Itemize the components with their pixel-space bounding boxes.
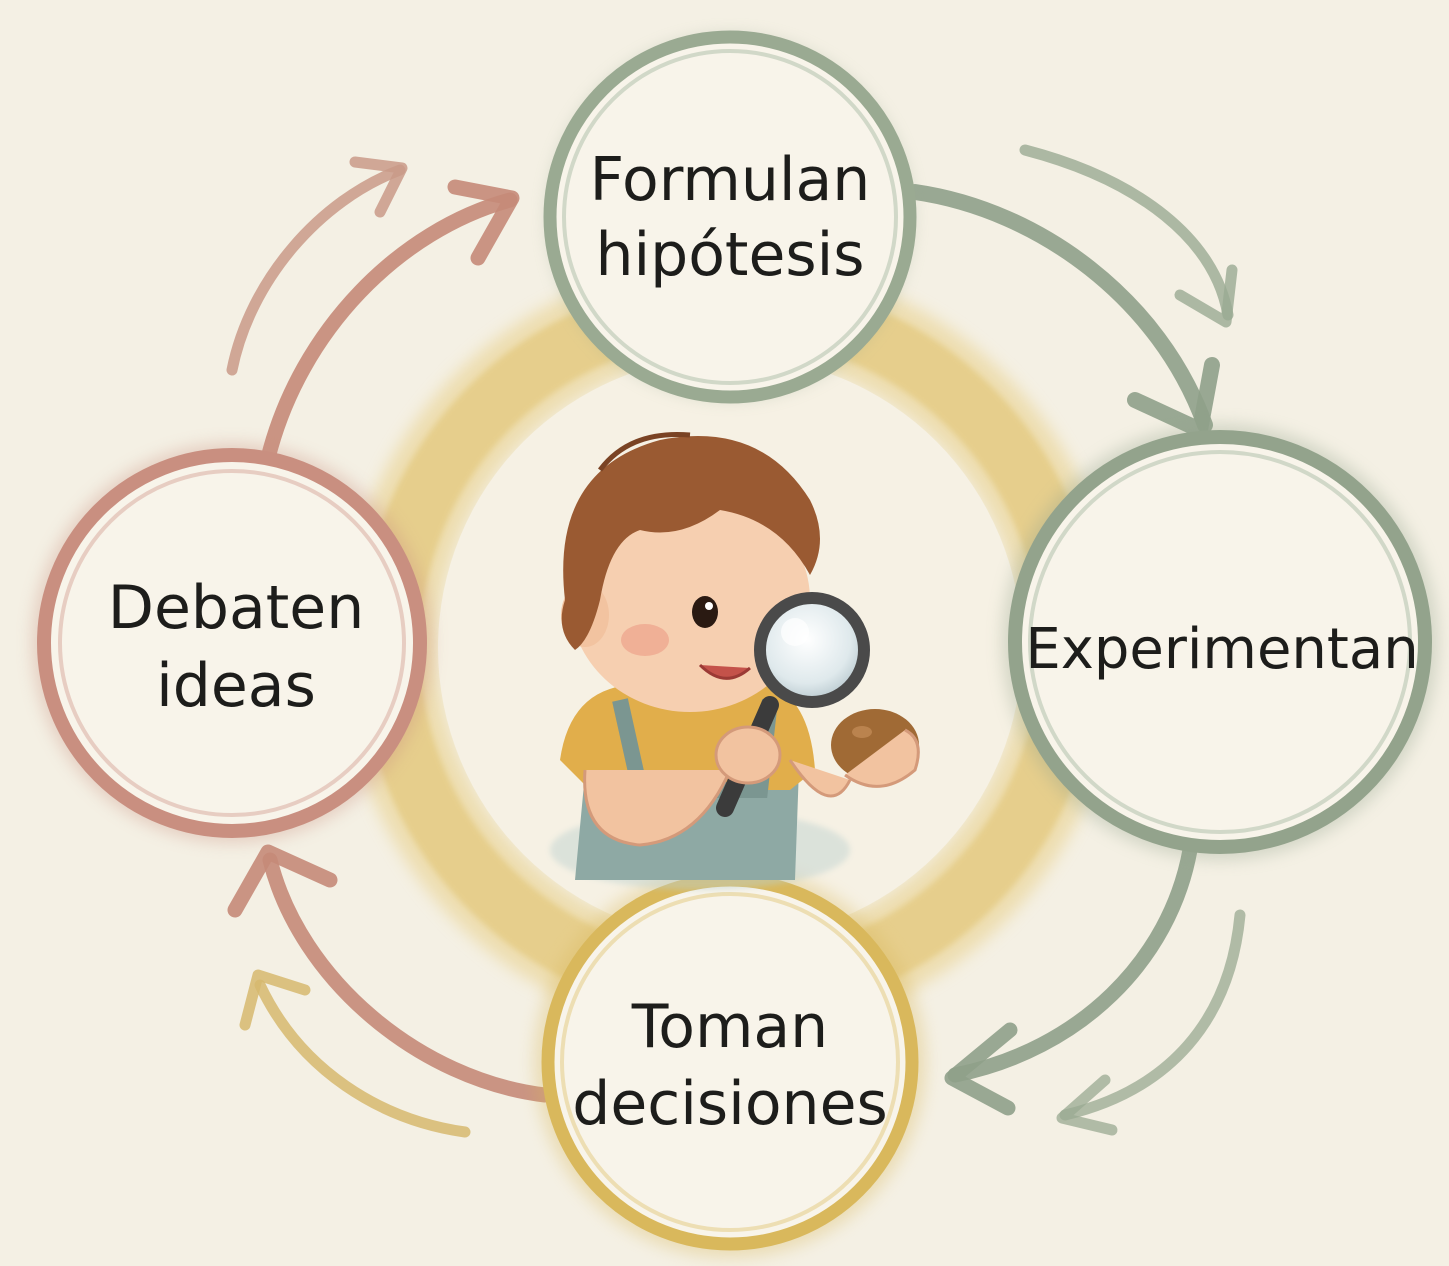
rose-arrow-upper-inner <box>260 192 518 466</box>
rose-arrow-upper-outer <box>226 164 406 376</box>
arrows-experimentan-to-toman <box>944 842 1246 1136</box>
magnifier-lens <box>754 592 870 708</box>
sage-arrowhead-outer <box>1174 264 1238 328</box>
child-right-arm <box>788 759 852 798</box>
node-toman-decisiones: Toman decisiones <box>534 866 926 1258</box>
node-debaten-line-1: Debaten <box>108 573 364 643</box>
ochre-arrowhead-lower <box>239 969 311 1031</box>
rose-arrowhead-upper-inner <box>447 179 520 266</box>
sage-arrowhead-lower-inner <box>944 1022 1018 1116</box>
node-debaten-line-2: ideas <box>156 651 316 721</box>
arrows-toman-to-debaten <box>227 844 553 1138</box>
node-toman-line-2: decisiones <box>572 1069 888 1139</box>
sage-arrow-outer <box>1019 144 1234 321</box>
child-face <box>570 488 810 712</box>
child-with-magnifying-glass-icon <box>550 431 920 890</box>
node-formulan-line-2: hipótesis <box>595 220 864 290</box>
child-hair <box>561 436 820 650</box>
node-experimentan-line-1: Experimentan <box>1025 617 1418 682</box>
arrows-debaten-to-formulan <box>226 156 520 466</box>
rose-arrowhead-upper-outer <box>349 156 408 218</box>
ochre-arrow-lower <box>254 979 471 1138</box>
child-left-arm <box>583 769 732 847</box>
node-formulan-line-1: Formulan <box>590 145 871 215</box>
sage-arrow-lower-inner <box>947 842 1198 1083</box>
node-experimentan: Experimentan <box>1002 424 1438 860</box>
node-formulan-hipotesis: Formulan hipótesis <box>543 30 917 404</box>
sage-arrow-lower-outer <box>1059 909 1246 1121</box>
rose-arrow-lower <box>262 852 553 1103</box>
rose-arrowhead-lower <box>227 844 338 918</box>
node-debaten-ideas: Debaten ideas <box>32 443 432 843</box>
sage-arrow-inner <box>907 184 1213 433</box>
node-toman-line-1: Toman <box>631 992 828 1062</box>
sage-arrowhead-lower-outer <box>1056 1074 1118 1136</box>
